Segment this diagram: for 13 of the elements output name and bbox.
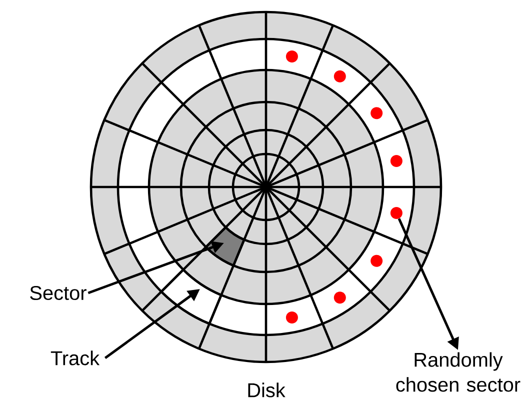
dot [286,50,298,63]
dot [370,254,383,267]
track-sector [160,268,222,325]
label-text: Sector [30,286,86,300]
dot [334,70,346,82]
dot [334,292,346,304]
dot [370,107,383,120]
caption: Disk [248,382,286,398]
dot [286,311,298,324]
dot [390,206,402,219]
label-text: Randomly chosen sector [396,352,520,392]
dot [390,155,402,168]
label-text: Track [50,350,100,366]
